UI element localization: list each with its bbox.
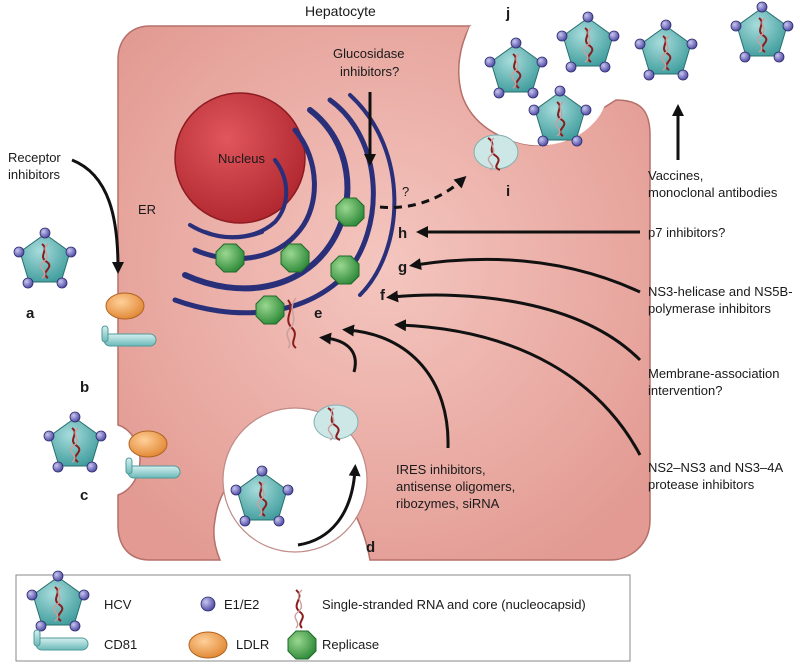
replicase xyxy=(280,243,310,273)
step-b: b xyxy=(80,379,89,396)
legend-hcv-label: HCV xyxy=(104,597,132,612)
legend-cd81-label: CD81 xyxy=(104,637,137,652)
rna-strand xyxy=(287,299,297,349)
label-membrane: Membrane-association xyxy=(648,366,780,381)
arrow-receptor xyxy=(71,158,124,274)
arrow-assembly-unknown xyxy=(379,175,467,210)
step-g: g xyxy=(398,259,407,276)
legend-replicase-icon xyxy=(287,630,317,660)
hcv-virion xyxy=(634,19,698,81)
label-glucosidase: inhibitors? xyxy=(340,64,399,79)
step-h: h xyxy=(398,225,407,242)
legend-ldlr-icon xyxy=(188,631,228,659)
label-vaccines: monoclonal antibodies xyxy=(648,185,778,200)
step-e: e xyxy=(314,305,322,322)
label-ns3: NS3-helicase and NS5B- xyxy=(648,284,793,299)
nucleocapsid xyxy=(473,134,519,171)
replicase xyxy=(330,255,360,285)
step-c: c xyxy=(80,487,88,504)
step-a: a xyxy=(26,305,35,322)
arrow-endosome-out xyxy=(319,332,357,373)
arrow-ns2 xyxy=(394,319,642,456)
label-ires: antisense oligomers, xyxy=(396,479,515,494)
label-ns2: protease inhibitors xyxy=(648,477,755,492)
hcv-virion xyxy=(13,227,77,289)
step-f: f xyxy=(380,287,386,304)
replicase xyxy=(215,243,245,273)
label-receptor: inhibitors xyxy=(8,167,61,182)
label-ires: IRES inhibitors, xyxy=(396,462,486,477)
label-glucosidase: Glucosidase xyxy=(333,46,405,61)
arrow-ires xyxy=(342,324,450,449)
arrow-membrane xyxy=(386,290,642,362)
step-d: d xyxy=(366,539,375,556)
label-ires: ribozymes, siRNA xyxy=(396,496,500,511)
label-membrane: intervention? xyxy=(648,383,722,398)
legend-rna-label: Single-stranded RNA and core (nucleocaps… xyxy=(322,597,586,612)
legend: HCV E1/E2 Single-stranded RNA and core (… xyxy=(15,570,631,662)
er-label: ER xyxy=(138,202,156,217)
ldlr-receptor xyxy=(128,430,168,458)
ldlr-receptor xyxy=(105,292,145,320)
label-ns2: NS2–NS3 and NS3–4A xyxy=(648,460,783,475)
label-receptor: Receptor xyxy=(8,150,61,165)
nucleus-label: Nucleus xyxy=(218,151,265,166)
label-vaccines: Vaccines, xyxy=(648,168,703,183)
arrow-ns3 xyxy=(409,257,641,294)
rna-strand xyxy=(286,297,297,349)
hcv-virion xyxy=(43,411,107,473)
cell-title: Hepatocyte xyxy=(305,3,376,19)
nucleus xyxy=(174,92,306,224)
replicase xyxy=(255,295,285,325)
hcv-virion xyxy=(730,1,794,63)
label-ns3: polymerase inhibitors xyxy=(648,301,771,316)
legend-ldlr-label: LDLR xyxy=(236,637,269,652)
label-p7: p7 inhibitors? xyxy=(648,225,725,240)
legend-e1e2-label: E1/E2 xyxy=(224,597,259,612)
step-j: j xyxy=(505,5,510,22)
unknown-mark: ? xyxy=(402,184,409,199)
nucleocapsid xyxy=(313,404,359,441)
legend-replicase-label: Replicase xyxy=(322,637,379,652)
arrow-endosome-in xyxy=(297,464,361,547)
legend-e1e2-icon xyxy=(200,596,216,612)
step-i: i xyxy=(506,183,510,200)
replicase xyxy=(335,197,365,227)
legend-rna-icon xyxy=(294,589,304,629)
